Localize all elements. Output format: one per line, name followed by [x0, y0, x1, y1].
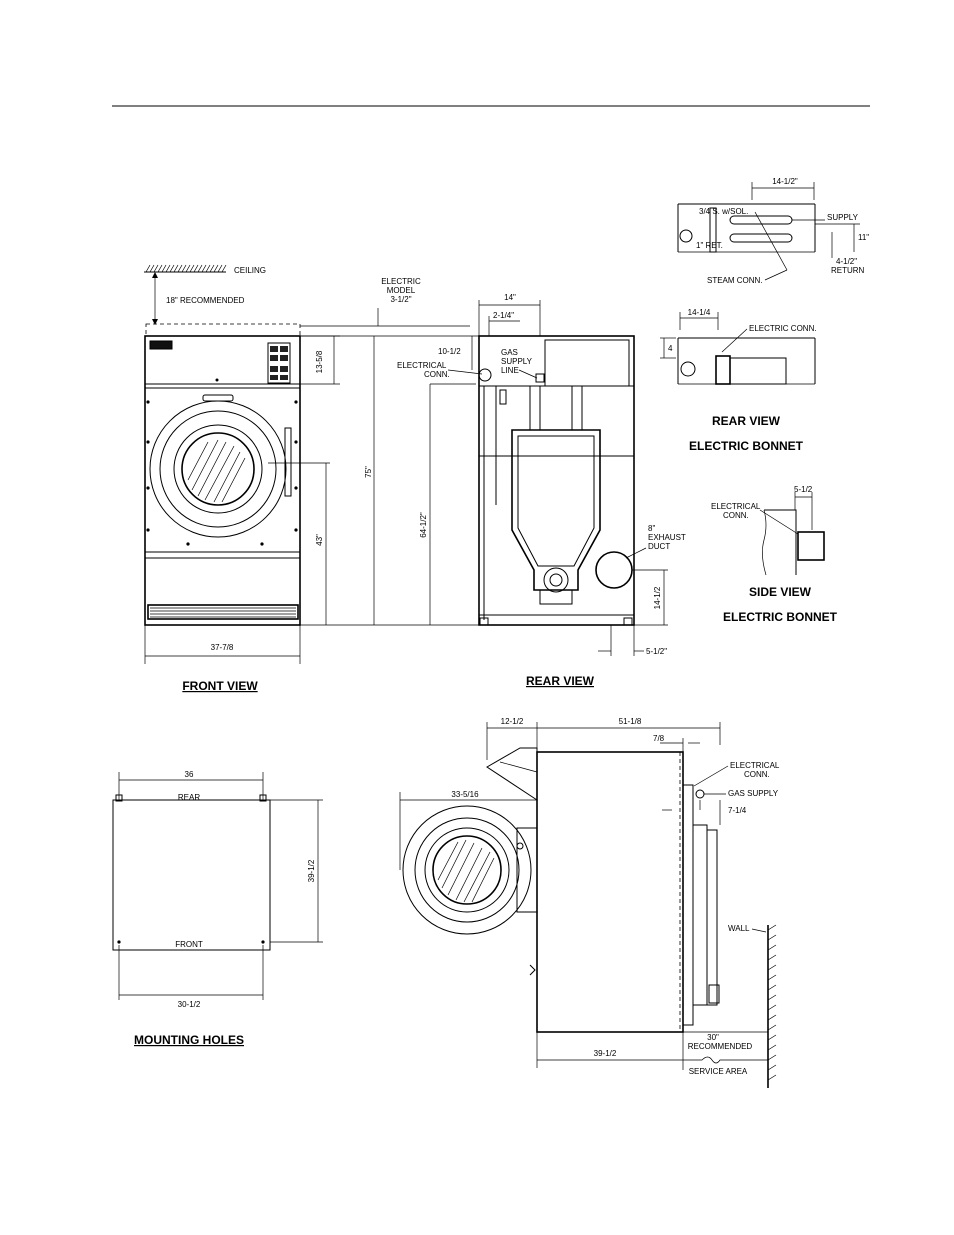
rear-motor-pulley — [543, 567, 569, 593]
front-view: CEILING 18" RECOMMENDED — [144, 264, 480, 693]
rear-view-title: REAR VIEW — [526, 674, 595, 688]
dim-5-1-2-rear: 5-1/2" — [646, 647, 667, 656]
dim-14-1-2-rear: 14-1/2 — [653, 586, 662, 609]
electrical-conn-label-2: CONN. — [424, 370, 450, 379]
service-area-label: SERVICE AREA — [689, 1067, 748, 1076]
steam-dim-4-1-2: 4-1/2" — [836, 257, 857, 266]
side-recommended-label-1: 30" — [707, 1033, 719, 1042]
side-electrical-label-1: ELECTRICAL — [730, 761, 780, 770]
steam-ret-label: 1" RET. — [696, 241, 723, 250]
steam-conn-label: STEAM CONN. — [707, 276, 763, 285]
mount-dim-36: 36 — [185, 770, 194, 779]
mounting-holes: 36 REAR FRONT 39-1/2 30-1/2 MOUNTING HOL… — [112, 770, 323, 1047]
electric-model-label-3: 3-1/2" — [390, 295, 411, 304]
electric-model-label-2: MODEL — [387, 286, 416, 295]
side-bonnet-electrical-label-2: CONN. — [723, 511, 749, 520]
side-body — [536, 751, 684, 1033]
recommended-18-label: 18" RECOMMENDED — [166, 296, 245, 305]
steam-dim-14-1-2: 14-1/2" — [772, 177, 798, 186]
bonnet-side-view: 5-1/2 ELECTRICAL CONN. SIDE VIEW ELECTRI… — [711, 485, 838, 624]
gas-supply-label-2: SUPPLY — [501, 357, 533, 366]
electric-model-label-1: ELECTRIC — [381, 277, 421, 286]
dim-2-1-4: 2-1/4" — [493, 311, 514, 320]
bonnet-rear-view: 14-1/4 ELECTRIC CONN. 4 REAR VIEW ELECTR… — [660, 308, 817, 453]
steam-return-label: RETURN — [831, 266, 865, 275]
side-dim-12-1-2: 12-1/2 — [501, 717, 524, 726]
side-dim-39-1-2: 39-1/2 — [594, 1049, 617, 1058]
wall-label: WALL — [728, 924, 750, 933]
side-recommended-label-2: RECOMMENDED — [688, 1042, 753, 1051]
control-panel — [267, 342, 291, 384]
steam-sol-label: 3/4 S. w/SOL. — [699, 207, 748, 216]
steam-connection-detail: 14-1/2" 3/4 S. w/SOL. 1" RET. SUPPLY 11"… — [677, 177, 869, 285]
bonnet-rear-view-title: REAR VIEW — [712, 414, 781, 428]
ceiling-label: CEILING — [234, 266, 266, 275]
electric-bonnet-title-2: ELECTRIC BONNET — [723, 610, 838, 624]
side-dim-33-5-16: 33-5/16 — [451, 790, 479, 799]
glass-hatch — [187, 439, 246, 503]
side-bonnet-electrical-label-1: ELECTRICAL — [711, 502, 761, 511]
bonnet-electric-conn-label: ELECTRIC CONN. — [749, 324, 817, 333]
side-view-main: 12-1/2 51-1/8 7/8 33-5/16 — [399, 717, 780, 1088]
electrical-conn-label-1: ELECTRICAL — [397, 361, 447, 370]
side-gas-supply-label: GAS SUPPLY — [728, 789, 779, 798]
dryer-front-body — [144, 335, 301, 626]
side-dim-7-1-4: 7-1/4 — [728, 806, 747, 815]
dim-13-5-8: 13-5/8 — [315, 350, 324, 373]
mount-rear-label: REAR — [178, 793, 200, 802]
steam-supply-label: SUPPLY — [827, 213, 859, 222]
mount-dim-30-1-2: 30-1/2 — [178, 1000, 201, 1009]
rear-view: ELECTRIC MODEL 3-1/2" 14" — [300, 277, 686, 688]
dim-37-7-8: 37-7/8 — [211, 643, 234, 652]
dim-75: 75" — [364, 466, 373, 478]
dim-14: 14" — [504, 293, 516, 302]
brand-logo — [149, 340, 173, 350]
exhaust-label-3: DUCT — [648, 542, 670, 551]
bonnet-dim-14-1-4: 14-1/4 — [688, 308, 711, 317]
front-door-glass — [181, 432, 255, 506]
front-view-title: FRONT VIEW — [182, 679, 258, 693]
side-bonnet-box — [797, 531, 825, 561]
exhaust-label-2: EXHAUST — [648, 533, 686, 542]
mount-outline — [112, 799, 271, 951]
steam-dim-11: 11" — [858, 233, 869, 242]
exhaust-label-1: 8" — [648, 524, 655, 533]
mount-dim-39-1-2: 39-1/2 — [307, 859, 316, 882]
dryer-rear-body — [478, 335, 635, 626]
side-electrical-label-2: CONN. — [744, 770, 770, 779]
ceiling-hatch — [144, 264, 227, 273]
electric-bonnet-title-1: ELECTRIC BONNET — [689, 439, 804, 453]
side-dim-7-8: 7/8 — [653, 734, 665, 743]
side-door-outer — [402, 805, 532, 935]
dim-64-1-2: 64-1/2" — [419, 512, 428, 538]
side-door-glass — [432, 835, 502, 905]
bonnet-dim-4: 4 — [668, 344, 673, 353]
gas-supply-label-3: LINE — [501, 366, 519, 375]
dim-10-1-2: 10-1/2 — [438, 347, 461, 356]
rear-exhaust-housing — [511, 429, 601, 591]
side-bonnet-dim-5-1-2: 5-1/2 — [794, 485, 813, 494]
side-view-title: SIDE VIEW — [749, 585, 812, 599]
front-door-outer — [149, 400, 287, 538]
mount-front-label: FRONT — [175, 940, 203, 949]
gas-supply-label-1: GAS — [501, 348, 518, 357]
bonnet-junction-box — [715, 355, 731, 385]
side-dim-51-1-8: 51-1/8 — [619, 717, 642, 726]
dim-43: 43" — [315, 534, 324, 546]
mounting-holes-title: MOUNTING HOLES — [134, 1033, 244, 1047]
